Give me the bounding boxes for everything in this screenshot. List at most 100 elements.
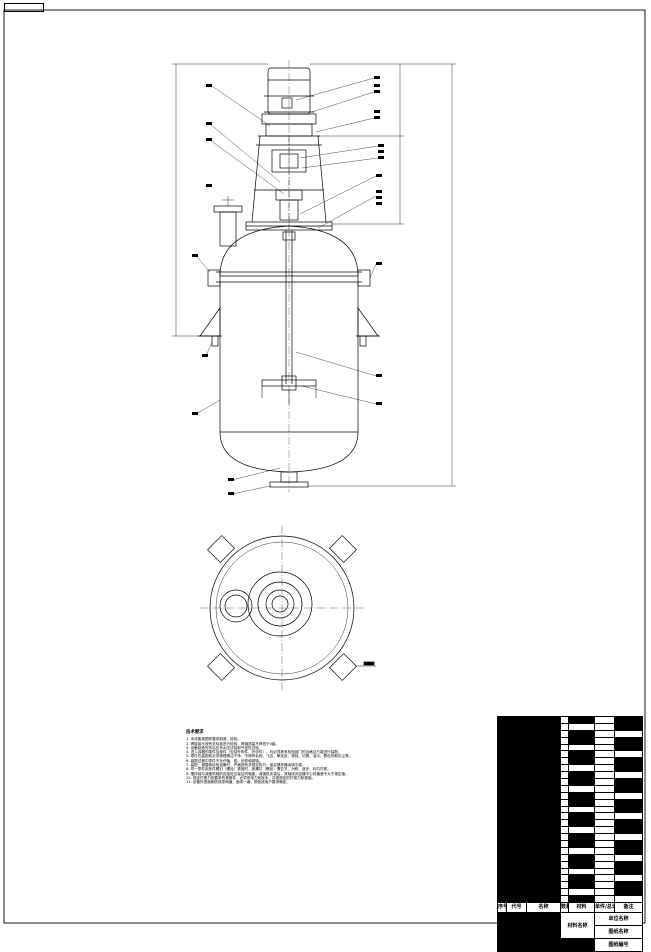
parts-list-cell	[506, 743, 527, 752]
parts-list-cell	[560, 784, 569, 793]
parts-list-cell	[594, 881, 615, 890]
note-item: 7. 装配、调整和检验设备时，严格按有关规定执行，保证搅拌器运转平稳。	[186, 763, 306, 768]
parts-list-cell	[614, 867, 643, 876]
parts-list-cell	[614, 784, 643, 793]
parts-list-cell	[568, 778, 595, 786]
parts-list-cell	[560, 874, 569, 883]
parts-list-cell	[497, 784, 507, 793]
parts-list-cell	[568, 716, 595, 724]
parts-list-cell	[568, 846, 595, 855]
parts-list-cell	[594, 771, 615, 780]
parts-list-cell	[526, 881, 561, 890]
parts-list-cell	[594, 798, 615, 807]
parts-list-cell	[526, 867, 561, 876]
parts-list-cell	[614, 833, 643, 842]
feed-nozzle	[219, 211, 237, 247]
parts-list-cell	[594, 853, 615, 862]
parts-list-cell	[560, 729, 569, 738]
parts-list-cell	[614, 853, 643, 862]
section-label	[363, 661, 375, 666]
parts-list-cell	[594, 736, 615, 745]
parts-list-cell	[594, 846, 615, 855]
lug-sw	[207, 653, 235, 681]
parts-list-cell	[526, 778, 561, 786]
parts-list-cell	[506, 833, 527, 842]
parts-list-cell	[506, 784, 527, 793]
parts-list-cell	[560, 764, 569, 773]
parts-list-cell	[526, 812, 561, 821]
parts-list-cell	[497, 881, 507, 890]
parts-list-cell	[560, 750, 569, 759]
parts-list-cell	[568, 819, 595, 828]
drawing-number: 图纸编号	[594, 938, 643, 952]
front-view	[198, 60, 380, 492]
parts-list-cell	[614, 819, 643, 828]
parts-list-cell	[497, 722, 507, 731]
parts-list-cell	[614, 888, 643, 897]
parts-list-cell	[497, 888, 507, 897]
parts-list-cell	[594, 874, 615, 883]
parts-list-cell	[560, 812, 569, 821]
sheet-border	[3, 9, 646, 924]
parts-list-cell	[526, 895, 561, 904]
parts-list-cell	[506, 716, 527, 724]
parts-list-cell	[614, 764, 643, 773]
parts-list-cell	[526, 819, 561, 828]
parts-list-cell	[594, 764, 615, 773]
parts-list-cell	[526, 729, 561, 738]
parts-list-cell	[560, 853, 569, 862]
parts-list-cell	[560, 757, 569, 766]
parts-list-cell	[497, 846, 507, 855]
parts-list-row	[497, 784, 643, 793]
parts-list-cell	[560, 846, 569, 855]
drawing-name: 图纸名称	[594, 925, 643, 940]
parts-list-cell	[560, 840, 569, 848]
parts-list-cell	[506, 798, 527, 807]
parts-list-cell	[568, 853, 595, 862]
parts-list-row	[497, 812, 643, 821]
parts-list-cell	[568, 743, 595, 752]
parts-list-cell	[526, 771, 561, 780]
parts-list-cell	[568, 764, 595, 773]
parts-list-row	[497, 798, 643, 807]
parts-list-cell	[614, 846, 643, 855]
sheet-corner-tab	[4, 3, 44, 12]
parts-list-cell	[614, 722, 643, 731]
parts-list-cell	[526, 716, 561, 724]
parts-list-cell	[560, 881, 569, 890]
parts-list-cell	[497, 729, 507, 738]
revision-block	[497, 912, 561, 927]
parts-list-cell	[497, 736, 507, 745]
parts-list-cell	[568, 729, 595, 738]
parts-list-cell	[614, 750, 643, 759]
parts-list-cell	[614, 736, 643, 745]
parts-list-cell	[614, 860, 643, 869]
parts-list-cell	[614, 812, 643, 821]
parts-list-cell	[614, 840, 643, 848]
parts-list-cell	[506, 874, 527, 883]
parts-list-row	[497, 853, 643, 862]
parts-list-cell	[594, 716, 615, 724]
parts-list-cell	[568, 826, 595, 835]
note-item: 1. 本设备按图样要求制造、检验。	[186, 737, 241, 742]
parts-list-cell	[497, 840, 507, 848]
note-item: 10. 规定拧紧力矩要求的紧固件，必须采用力矩扳手，并按规定的拧紧力矩紧固。	[186, 775, 316, 780]
part-balloons	[192, 76, 384, 495]
note-item: 2. 焊接接头按有关标准进行检验，焊缝质量不得低于II级。	[186, 741, 279, 746]
top-view	[200, 526, 376, 690]
parts-list-cell	[560, 716, 569, 724]
parts-list-row	[497, 722, 643, 731]
parts-list-cell	[560, 895, 569, 904]
parts-list-cell	[594, 805, 615, 814]
parts-list-cell	[560, 791, 569, 800]
parts-list-cell	[506, 729, 527, 738]
parts-list-cell	[506, 736, 527, 745]
parts-list-cell	[568, 757, 595, 766]
parts-list-cell	[560, 722, 569, 731]
header-cell: 备注	[614, 902, 643, 914]
parts-list-row	[497, 764, 643, 773]
leaders	[195, 77, 379, 495]
parts-list-cell	[506, 819, 527, 828]
parts-list-cell	[614, 757, 643, 766]
header-cell: 单件/总计 重量	[594, 902, 615, 914]
